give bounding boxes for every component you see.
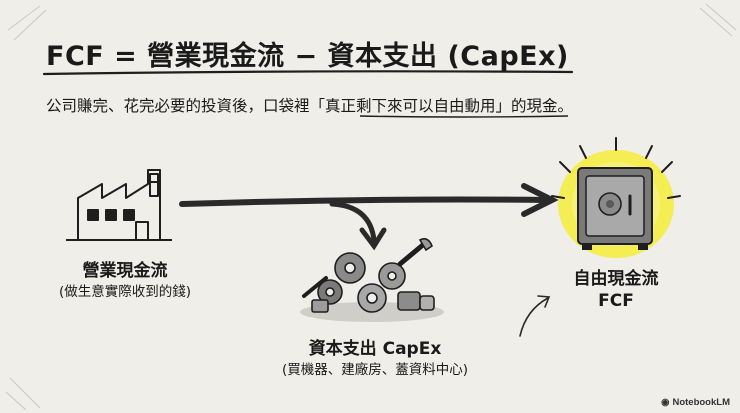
sketch-corner-marks	[5, 3, 737, 411]
subtitle-underline	[359, 115, 569, 118]
flow-arrow-to-capex	[329, 201, 387, 251]
operating-cash-flow-label: 營業現金流 (做生意實際收到的錢)	[40, 260, 210, 302]
operating-cash-flow-note: (做生意實際收到的錢)	[58, 284, 192, 300]
notebooklm-logo-icon: ◉	[661, 397, 670, 408]
operating-cash-flow-title: 營業現金流	[82, 261, 168, 281]
flow-arrow-to-fcf	[179, 183, 559, 217]
page-subtitle: 公司賺完、花完必要的投資後，口袋裡「真正剩下來可以自由動用」的現金。	[46, 97, 574, 115]
safe-icon	[551, 137, 681, 258]
title-underline	[42, 70, 574, 76]
page-title: FCF = 營業現金流 − 資本支出 (CapEx)	[46, 41, 569, 72]
fcf-title: 自由現金流	[573, 269, 659, 289]
brand-watermark: ◉ NotebookLM	[661, 397, 730, 408]
capex-title: 資本支出 CapEx	[308, 339, 442, 359]
pointer-arrow-to-fcf	[519, 295, 551, 337]
fcf-label: 自由現金流 FCF	[556, 268, 676, 312]
brand-name: NotebookLM	[672, 397, 730, 408]
factory-icon	[66, 169, 172, 241]
gears-and-wrench-icon	[300, 238, 444, 322]
capex-label: 資本支出 CapEx (買機器、建廠房、蓋資料中心)	[255, 338, 495, 380]
capex-note: (買機器、建廠房、蓋資料中心)	[281, 362, 469, 378]
fcf-abbreviation: FCF	[598, 291, 634, 311]
